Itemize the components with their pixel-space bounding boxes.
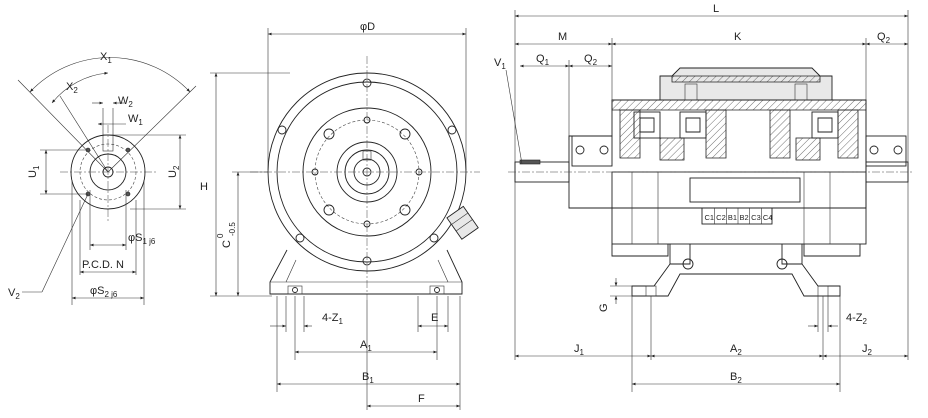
label-d: φD — [360, 21, 375, 33]
bolt-hole — [125, 191, 131, 197]
front-view: φD H C 0 -0.5 4-Z1 E A1 B1 F — [200, 21, 480, 410]
label-m: M — [558, 31, 567, 43]
label-a1: A1 — [360, 339, 372, 353]
label-w1: W1 — [128, 113, 143, 127]
label-k: K — [734, 31, 742, 43]
label-c-tol-top: 0 — [216, 233, 225, 238]
label-z1: 4-Z1 — [322, 312, 344, 326]
label-s2: φS2 j6 — [90, 285, 118, 299]
label-l: L — [713, 3, 719, 15]
coil-right — [811, 111, 839, 139]
label-q2-top: Q2 — [877, 31, 891, 45]
coil-mark: C4 — [763, 213, 773, 222]
angle-line-right — [107, 85, 197, 173]
label-q1: Q1 — [536, 53, 550, 67]
label-w2: W2 — [118, 95, 133, 109]
label-j2: J2 — [862, 343, 873, 357]
label-b2: B2 — [730, 371, 742, 385]
label-pcd: P.C.D. N — [82, 259, 124, 271]
label-c: C — [221, 240, 233, 248]
base-bracket — [631, 263, 841, 297]
label-z2: 4-Z2 — [846, 312, 868, 326]
v2-leader — [41, 193, 89, 293]
label-x2: X2 — [66, 81, 78, 95]
angle-line-mid — [59, 95, 109, 173]
body-outline — [568, 99, 867, 209]
label-q2-mid: Q2 — [584, 53, 598, 67]
coil-mark: B2 — [740, 213, 749, 222]
label-a2: A2 — [730, 343, 742, 357]
label-h: H — [200, 181, 208, 193]
coil-mark: C3 — [751, 213, 761, 222]
label-j1: J1 — [574, 343, 585, 357]
coil-mark: C2 — [716, 213, 726, 222]
v1-leader — [505, 69, 523, 165]
cable-gland — [446, 205, 479, 240]
coil-left — [633, 111, 661, 139]
label-v2: V2 — [8, 287, 20, 301]
base-frame — [269, 249, 463, 295]
coil-mark: B1 — [728, 213, 737, 222]
angle-x2-arc — [51, 71, 109, 104]
bolt-hole — [125, 147, 131, 153]
coil-middle — [679, 111, 707, 139]
label-c-tol-bot: -0.5 — [228, 222, 237, 236]
shaft-end-view: X1 X2 W2 W1 U1 U2 φS1 j6 P.C.D. N V2 φS2… — [8, 51, 197, 305]
label-g: G — [598, 303, 610, 312]
angle-line-left — [17, 79, 109, 173]
label-u1: U1 — [27, 165, 41, 178]
label-u2: U2 — [167, 165, 181, 178]
label-s1: φS1 j6 — [128, 232, 156, 246]
label-f: F — [418, 393, 425, 405]
label-b1: B1 — [362, 371, 374, 385]
label-v1: V1 — [494, 57, 506, 71]
label-e: E — [431, 312, 438, 324]
coil-label-box — [701, 207, 773, 225]
label-x1: X1 — [100, 51, 112, 65]
angle-x1-arc — [29, 57, 191, 93]
coil-mark: C1 — [705, 213, 715, 222]
shell-top — [611, 99, 867, 111]
